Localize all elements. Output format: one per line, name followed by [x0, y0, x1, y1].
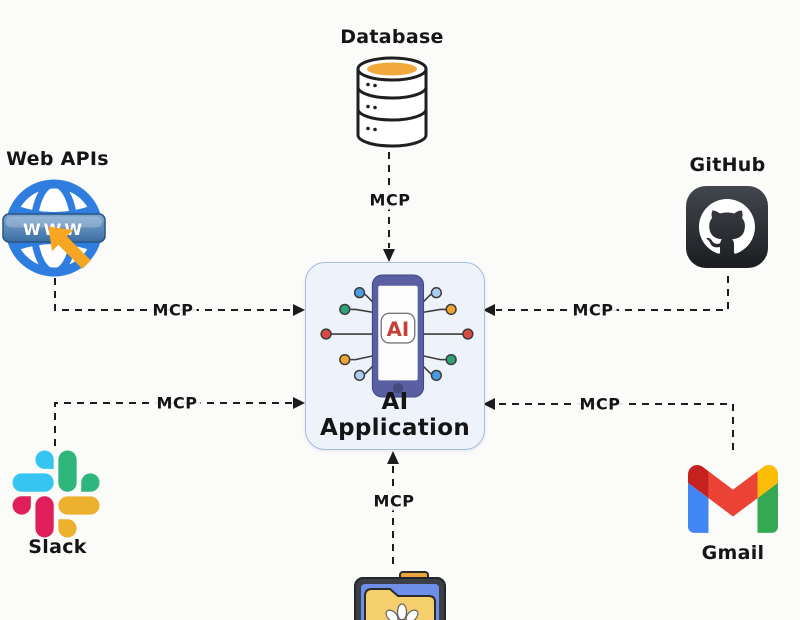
node-label-gmail: Gmail: [701, 542, 765, 564]
database-icon: [352, 56, 432, 150]
daisy-icon: [385, 603, 419, 620]
connector-gmail: [496, 403, 734, 450]
node-label-web-apis: Web APIs: [6, 148, 109, 170]
mcp-label-database: MCP: [366, 190, 414, 210]
ai-phone-icon: AI: [320, 274, 474, 398]
connector-slack: [54, 402, 292, 446]
mcp-label-gmail: MCP: [576, 394, 624, 414]
node-label-database: Database: [340, 26, 444, 48]
ai-application-label: AI Application: [319, 389, 470, 441]
arrowhead-left-icon: [483, 398, 495, 410]
slack-icon: [12, 450, 100, 538]
node-ai-application: AI AI Application: [305, 262, 485, 450]
mcp-label-web-apis: MCP: [149, 300, 197, 320]
gmail-icon: [688, 465, 778, 533]
mcp-label-slack: MCP: [153, 393, 201, 413]
node-label-slack: Slack: [28, 536, 87, 558]
cursor-arrow-icon: [48, 226, 91, 269]
mcp-label-file-folder: MCP: [370, 491, 418, 511]
arrowhead-up-icon: [387, 451, 399, 464]
file-folder-icon: [350, 566, 450, 620]
mcp-label-github: MCP: [569, 300, 617, 320]
arrowhead-left-icon: [483, 304, 495, 316]
github-icon: [686, 186, 768, 268]
connector-web-apis: [54, 278, 292, 311]
web-apis-icon: WWW: [2, 176, 108, 288]
node-label-github: GitHub: [689, 154, 766, 176]
arrowhead-down-icon: [383, 249, 395, 262]
arrowhead-right-icon: [293, 397, 305, 409]
ai-badge: AI: [387, 318, 410, 341]
arrowhead-right-icon: [293, 304, 305, 316]
